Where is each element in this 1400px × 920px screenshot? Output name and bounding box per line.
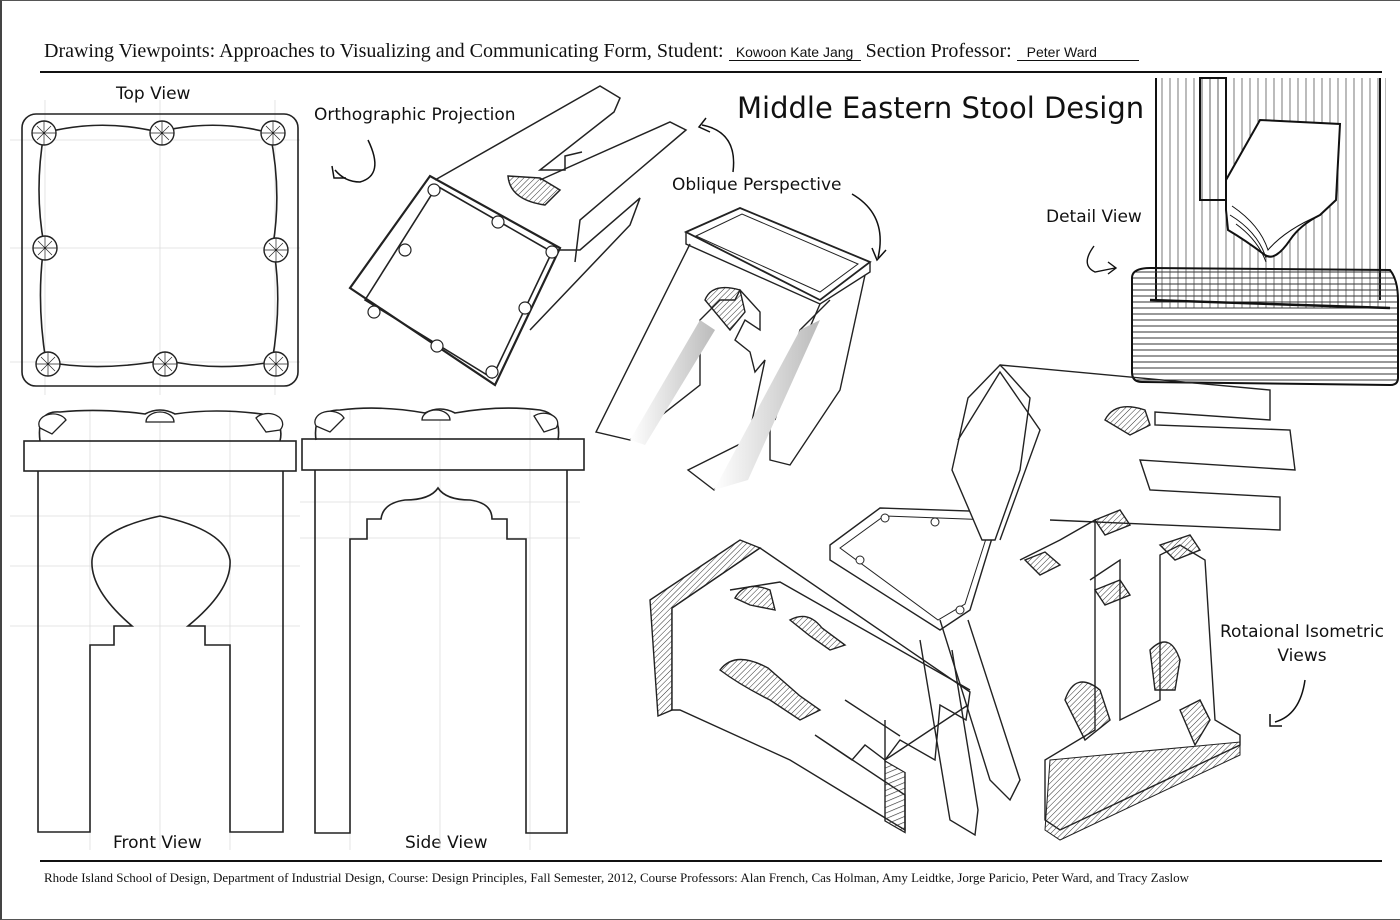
student-name: Kowoon Kate Jang [728,44,861,61]
label-orthographic-projection: Orthographic Projection [314,105,516,125]
top-view-drawing [21,113,299,387]
label-rotational-isometric-line1: Rotaional Isometric [1220,622,1384,642]
front-view-drawing [23,409,297,833]
header-line: Drawing Viewpoints: Approaches to Visual… [44,40,1139,63]
label-top-view: Top View [116,84,191,104]
label-front-view: Front View [113,833,202,853]
section-professor-label: Section Professor: [865,40,1012,62]
label-oblique-perspective: Oblique Perspective [672,175,842,195]
arrow-icon-isometric [1269,679,1306,727]
side-view-drawing [301,407,585,834]
label-rotational-isometric: Rotaional Isometric Views [1220,620,1384,668]
footer-credits: Rhode Island School of Design, Departmen… [44,870,1190,885]
footer-rule [40,860,1382,862]
course-title: Drawing Viewpoints: Approaches to Visual… [44,40,724,62]
oblique-view-upside-down [348,85,688,387]
section-professor-name: Peter Ward [1016,44,1139,61]
oblique-view-upright [594,207,872,491]
page-title: Middle Eastern Stool Design [737,91,1145,125]
arrow-icon-oblique-upper [697,117,735,173]
header-rule [40,71,1382,73]
label-side-view: Side View [405,833,488,853]
arrow-icon-orthographic [331,139,376,183]
label-rotational-isometric-line2: Views [1277,646,1327,666]
arrow-icon-oblique-lower [851,193,887,262]
arrow-icon-detail [1086,245,1118,275]
detail-view-drawing [1131,77,1399,387]
isometric-view-right [951,364,1296,841]
isometric-view-left [649,539,971,834]
label-detail-view: Detail View [1046,207,1142,227]
